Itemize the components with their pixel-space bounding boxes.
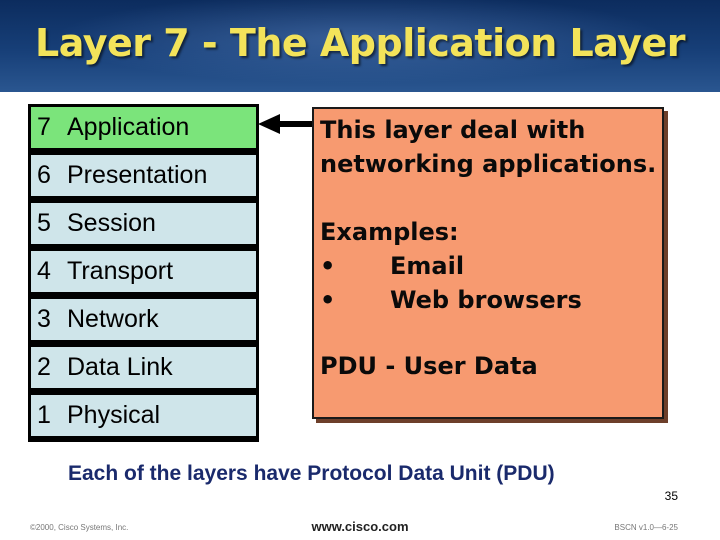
footer-copyright: ©2000, Cisco Systems, Inc. bbox=[30, 523, 129, 532]
layer-name: Application bbox=[67, 113, 190, 141]
examples-heading: Examples: bbox=[320, 218, 459, 246]
title-banner-glow bbox=[0, 0, 720, 92]
layer-4-transport: 4 Transport bbox=[31, 251, 256, 292]
layer-1-physical: 1 Physical bbox=[31, 395, 256, 436]
layer-6-presentation: 6 Presentation bbox=[31, 155, 256, 196]
layer-name: Network bbox=[67, 305, 159, 333]
bullet-icon: • bbox=[320, 252, 336, 280]
layer-name: Data Link bbox=[67, 353, 173, 381]
layer-3-network: 3 Network bbox=[31, 299, 256, 340]
footer-url: www.cisco.com bbox=[311, 519, 409, 534]
footer-course-code: BSCN v1.0—6-25 bbox=[614, 523, 678, 532]
layer-number: 5 bbox=[37, 209, 51, 237]
slide-title: Layer 7 - The Application Layer bbox=[35, 21, 685, 65]
title-banner bbox=[0, 0, 720, 92]
osi-layer-stack: 7 Application 6 Presentation 5 Session 4 Tra… bbox=[28, 104, 259, 442]
bullet-icon: • bbox=[320, 286, 336, 314]
layer-name: Physical bbox=[67, 401, 161, 429]
description-line-2: networking applications. bbox=[320, 150, 657, 178]
layer-number: 7 bbox=[37, 113, 51, 141]
layer-7-application: 7 Application bbox=[31, 107, 256, 148]
layer-name: Transport bbox=[67, 257, 174, 285]
example-text: Email bbox=[390, 252, 465, 280]
layer-number: 2 bbox=[37, 353, 51, 381]
example-item: • Web browsers bbox=[320, 283, 582, 317]
layer-2-data-link: 2 Data Link bbox=[31, 347, 256, 388]
layer-number: 3 bbox=[37, 305, 51, 333]
example-item: • Email bbox=[320, 249, 464, 283]
pdu-note: Each of the layers have Protocol Data Un… bbox=[68, 462, 555, 485]
example-text: Web browsers bbox=[390, 286, 582, 314]
layer-number: 6 bbox=[37, 161, 51, 189]
pointer-arrow-icon bbox=[258, 114, 314, 134]
layer-number: 4 bbox=[37, 257, 51, 285]
layer-name: Session bbox=[67, 209, 156, 237]
page-number: 35 bbox=[664, 489, 678, 503]
layer-number: 1 bbox=[37, 401, 51, 429]
description-line-1: This layer deal with bbox=[320, 116, 586, 144]
application-layer-info-box: This layer deal with networking applicat… bbox=[312, 107, 664, 419]
layer-name: Presentation bbox=[67, 161, 208, 189]
pdu-label: PDU - User Data bbox=[320, 352, 538, 380]
layer-5-session: 5 Session bbox=[31, 203, 256, 244]
